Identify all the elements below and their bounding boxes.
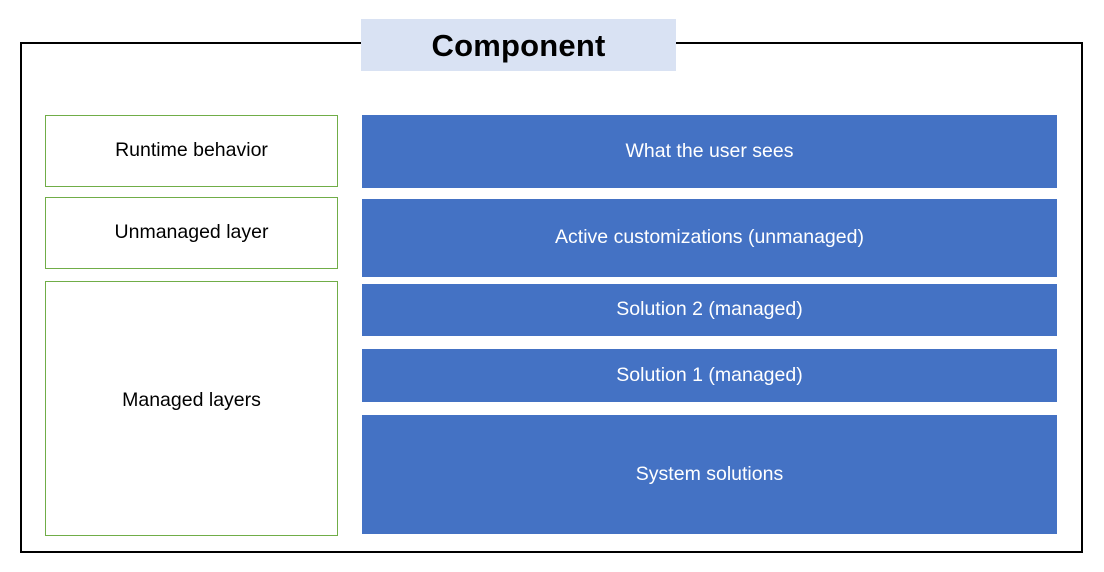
layer-label-solution-2-managed: Solution 2 (managed) <box>616 298 803 321</box>
layer-bar-active-customizations: Active customizations (unmanaged) <box>362 199 1057 277</box>
group-box-unmanaged-layer: Unmanaged layer <box>45 197 338 269</box>
group-label-unmanaged-layer: Unmanaged layer <box>114 221 269 244</box>
layer-label-what-the-user-sees: What the user sees <box>625 139 794 162</box>
group-label-managed-layers: Managed layers <box>122 388 261 411</box>
layer-bar-system-solutions: System solutions <box>362 415 1057 534</box>
layer-label-active-customizations: Active customizations (unmanaged) <box>555 226 864 249</box>
layer-bar-solution-2-managed: Solution 2 (managed) <box>362 284 1057 336</box>
page-title: Component <box>431 27 606 63</box>
layer-bar-solution-1-managed: Solution 1 (managed) <box>362 349 1057 402</box>
group-label-runtime-behavior: Runtime behavior <box>115 139 268 162</box>
group-box-runtime-behavior: Runtime behavior <box>45 115 338 187</box>
layer-label-solution-1-managed: Solution 1 (managed) <box>616 363 803 386</box>
layer-label-system-solutions: System solutions <box>635 462 784 485</box>
group-box-managed-layers: Managed layers <box>45 281 338 536</box>
component-title-chip: Component <box>361 19 676 71</box>
layer-bar-what-the-user-sees: What the user sees <box>362 115 1057 188</box>
